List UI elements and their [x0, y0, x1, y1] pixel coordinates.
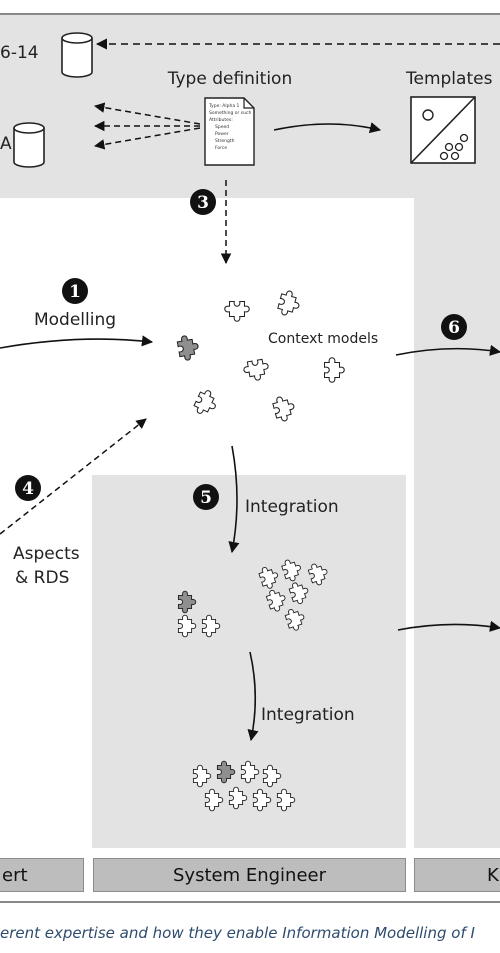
type-def-line: Type: Alpha 1: [208, 103, 240, 109]
arrow-to-templates: [273, 122, 382, 134]
svg-text:4: 4: [22, 479, 34, 499]
step-3-badge: 3: [190, 189, 216, 215]
type-definition-title: Type definition: [167, 69, 292, 89]
role-label-left: ert: [2, 864, 28, 886]
integration-label-2: Integration: [261, 705, 355, 725]
role-label-right: K: [487, 864, 499, 886]
dashed-arrows-to-left-db: [93, 102, 201, 150]
puzzle-piece-icon: [276, 288, 303, 319]
type-def-line: Something or such: [209, 110, 251, 116]
puzzle-piece-icon: [175, 333, 201, 362]
database-top-icon: [61, 32, 93, 78]
svg-text:5: 5: [200, 488, 212, 508]
type-def-line: Power: [215, 131, 229, 137]
context-models-label: Context models: [268, 331, 378, 347]
type-definition-text-lines: Type: Alpha 1 Something or such Attribut…: [208, 103, 251, 151]
figure-caption: erent expertise and how they enable Info…: [0, 924, 475, 942]
puzzle-piece-icon: [224, 301, 250, 322]
arrow-integration-1: [228, 445, 240, 554]
puzzle-piece-icon: [191, 387, 221, 419]
context-model-pieces: [175, 288, 345, 424]
step-4-badge: 4: [15, 475, 41, 501]
type-definition-document: [204, 97, 255, 166]
role-label-center: System Engineer: [172, 864, 326, 886]
rds-label: & RDS: [15, 568, 69, 588]
integration-label-1: Integration: [245, 497, 339, 517]
role-bar-system-engineer: System Engineer: [93, 858, 406, 892]
arrow-to-right-integrated: [397, 620, 500, 632]
database-left-icon: [13, 122, 45, 168]
puzzle-piece-icon: [242, 357, 271, 383]
integration-region-bg: [92, 475, 406, 848]
role-bar-left: ert: [0, 858, 84, 892]
arrow-step6: [395, 344, 500, 356]
svg-text:1: 1: [69, 282, 81, 302]
type-def-line: Strength: [215, 138, 235, 144]
templates-title: Templates: [405, 69, 493, 89]
type-def-line: Speed: [215, 124, 229, 130]
modelling-label: Modelling: [34, 310, 116, 330]
templates-icon: [410, 96, 476, 164]
svg-text:6: 6: [448, 318, 460, 338]
step-6-badge: 6: [441, 314, 467, 340]
svg-text:3: 3: [197, 193, 209, 213]
arrow-modelling: [0, 335, 154, 349]
arrow-dashed-aspects: [0, 418, 147, 535]
right-column-bg: [414, 198, 500, 848]
db-left-label: A: [0, 134, 12, 154]
type-def-line: Force: [215, 145, 227, 151]
db-top-label: 6-14: [0, 43, 39, 63]
step-5-badge: 5: [193, 484, 219, 510]
puzzle-piece-icon: [271, 393, 298, 424]
aspects-label: Aspects: [13, 544, 80, 564]
type-def-line: Attributes:: [209, 117, 233, 123]
puzzle-piece-icon: [324, 357, 345, 383]
role-bar-right: K: [414, 858, 500, 892]
step-1-badge: 1: [62, 278, 88, 304]
arrow-integration-2: [247, 651, 259, 742]
